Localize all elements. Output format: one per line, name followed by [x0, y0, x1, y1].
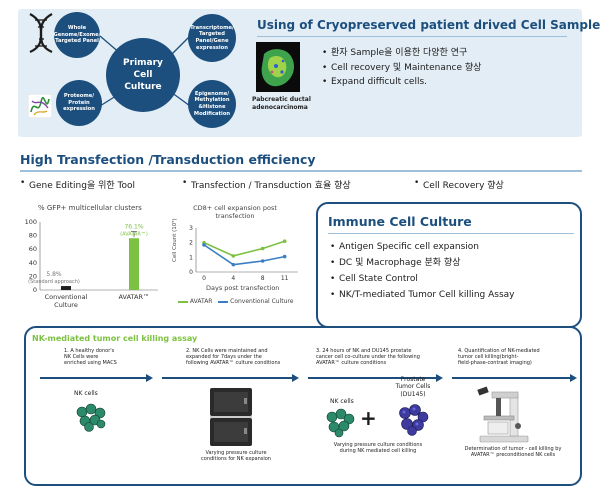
- line-x-tick-label: 0: [202, 275, 206, 282]
- bar-category-label: Conventional: [45, 293, 88, 301]
- immune-title-rule: [328, 233, 574, 234]
- bar-category-label: Culture: [54, 301, 78, 309]
- pancreatic-tissue-image: [256, 42, 300, 92]
- immune-bullets: Antigen Specific cell expansion DC 및 Mac…: [330, 239, 514, 303]
- top-panel-title: Using of Cryopreserved patient drived Ce…: [257, 18, 600, 32]
- line-chart-ylabel: Cell Count (10⁵): [172, 218, 178, 262]
- line-y-tick-label: 1: [189, 254, 193, 261]
- legend-label-conventional: Conventional Culture: [230, 298, 294, 305]
- bar: [61, 286, 71, 290]
- tumor-cells-cluster-icon: [399, 404, 429, 436]
- bar-value-label: 76.1%: [124, 223, 143, 230]
- transfection-bullet: Cell Recovery 향상: [414, 178, 504, 191]
- immune-bullet: DC 및 Macrophage 분화 향상: [330, 255, 514, 271]
- line-chart-legend: AVATAR Conventional Culture: [178, 298, 293, 305]
- line-x-tick-label: 11: [281, 275, 289, 282]
- bar-sublabel: (Standard approach): [28, 279, 80, 285]
- bar-category-label: AVATAR™: [119, 293, 150, 301]
- immune-bullet: NK/T-mediated Tumor Cell killing Assay: [330, 287, 514, 303]
- bar-y-tick-label: 20: [29, 272, 37, 280]
- line-y-tick-label: 0: [189, 269, 193, 276]
- dna-icon: [29, 13, 53, 54]
- line-x-tick-label: 8: [261, 275, 265, 282]
- microscope-image: [477, 386, 529, 443]
- line-point: [282, 239, 287, 243]
- immune-bullet: Cell State Control: [330, 271, 514, 287]
- step-4-arrowhead: [570, 374, 577, 382]
- line-point: [260, 259, 265, 263]
- top-bullet: 환자 Sample을 이용한 다양한 연구: [322, 46, 481, 61]
- step-4-arrow: [452, 377, 570, 379]
- nk-cells-cluster-icon-2: [326, 408, 355, 438]
- bar-value-label: 5.8%: [46, 271, 62, 278]
- top-panel-title-rule: [257, 36, 567, 37]
- step-3-arrowhead: [436, 374, 443, 382]
- immune-title: Immune Cell Culture: [328, 214, 472, 229]
- nk-cells-label-1: NK cells: [74, 390, 98, 397]
- nk-cells-label-2: NK cells: [330, 398, 354, 405]
- line-y-tick-label: 3: [189, 225, 193, 232]
- transfection-section-title: High Transfection /Transduction efficien…: [20, 152, 316, 167]
- avatar-incubator-image: [210, 388, 252, 446]
- line-y-tick-label: 2: [189, 240, 193, 247]
- bar-y-tick-label: 100: [25, 218, 37, 226]
- nk-cells-cluster-icon: [76, 403, 106, 432]
- line-point: [282, 254, 287, 259]
- bar-y-tick-label: 40: [29, 259, 37, 267]
- legend-label-avatar: AVATAR: [189, 298, 213, 305]
- plus-sign: +: [360, 406, 377, 430]
- line-series-path: [203, 240, 285, 257]
- line-chart-plot: 3 2 1 0 0 4 8 11: [189, 225, 298, 282]
- step-3-arrow: [308, 377, 436, 379]
- bar-y-tick-label: 0: [33, 286, 37, 294]
- caption-determination: Determination of tumor - cell killing by…: [464, 446, 562, 459]
- gfp-bar-chart: % GFP+ multicellular clusters 100 80 60 40 2…: [18, 200, 166, 318]
- bar-y-tick-label: 80: [29, 232, 37, 240]
- line-point: [231, 262, 236, 267]
- step-1-arrow: [40, 377, 146, 379]
- line-point: [231, 254, 236, 258]
- transfection-bullet: Transfection / Transduction 효율 향상: [182, 178, 351, 191]
- bar-y-tick-label: 60: [29, 245, 37, 253]
- legend-swatch-conventional: [218, 300, 229, 303]
- line-series-path: [203, 244, 285, 266]
- bar-chart-title: % GFP+ multicellular clusters: [38, 204, 142, 212]
- step-1-arrowhead: [146, 374, 153, 382]
- transfection-bullet: Gene Editing을 위한 Tool: [20, 178, 135, 191]
- bar-chart-plot: 100 80 60 40 20 0 5.8%(Standard approach) Conve…: [25, 218, 158, 309]
- transfection-section-rule: [20, 170, 582, 172]
- line-point: [260, 246, 265, 251]
- nk-assay-title: NK-mediated tumor cell killing assay: [32, 334, 198, 343]
- line-x-tick-label: 4: [231, 275, 235, 282]
- step-2-arrow: [162, 377, 292, 379]
- immune-cell-culture-box: Immune Cell Culture Antigen Specific cel…: [316, 202, 582, 328]
- immune-bullet: Antigen Specific cell expansion: [330, 239, 514, 255]
- top-bullet: Cell recovery 및 Maintenance 향상: [322, 61, 481, 76]
- step-2-arrowhead: [292, 374, 299, 382]
- top-bullet: Expand difficult cells.: [322, 75, 481, 90]
- line-chart-xlabel: Days post transfection: [206, 284, 280, 292]
- nk-assay-box: NK-mediated tumor cell killing assay 1. …: [24, 326, 582, 486]
- top-panel-bullets: 환자 Sample을 이용한 다양한 연구 Cell recovery 및 Ma…: [322, 46, 481, 90]
- line-point: [202, 243, 206, 247]
- bar: [129, 238, 139, 290]
- legend-swatch-avatar: [178, 300, 188, 303]
- protein-structure-icon: [28, 94, 52, 118]
